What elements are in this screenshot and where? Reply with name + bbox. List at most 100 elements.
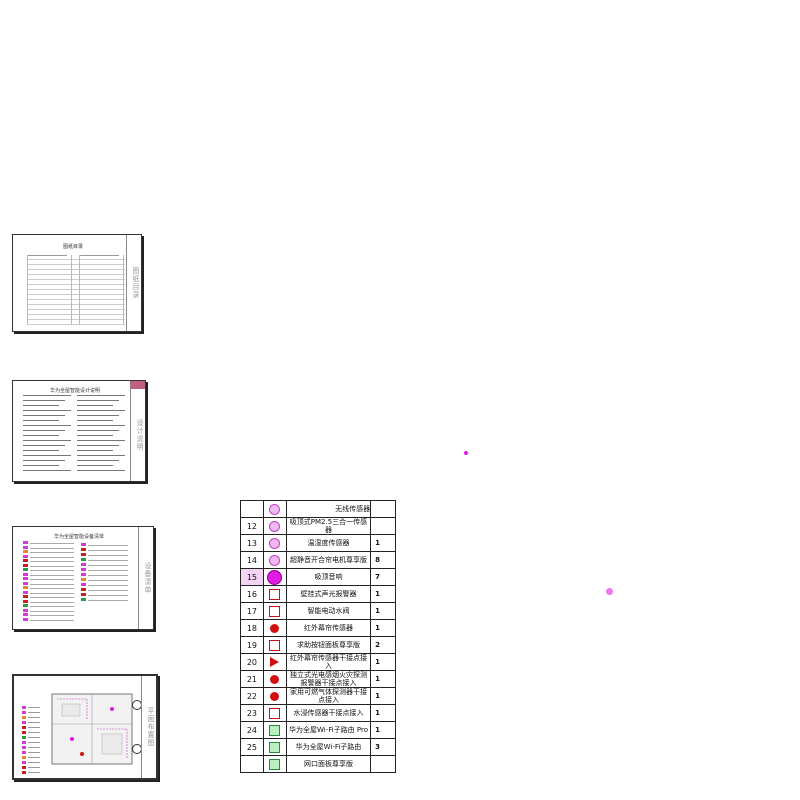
thumbnail-side-label: 图纸目录 xyxy=(126,235,141,331)
legend-row-number: 20 xyxy=(240,653,264,671)
legend-row-number: 25 xyxy=(240,738,264,756)
legend-row-name: 吸顶式PM2.5三合一传感器 xyxy=(285,517,372,535)
legend-row-number: 19 xyxy=(240,636,264,654)
legend-row-icon-cell xyxy=(262,602,287,620)
legend-row-name: 网口面板尊享版 xyxy=(285,755,372,773)
legend-row: 网口面板尊享版 xyxy=(240,755,396,773)
legend-row-quantity: 1 xyxy=(370,721,396,739)
thumbnail-title: 图纸目录 xyxy=(62,244,83,250)
legend-row-number: 18 xyxy=(240,619,264,637)
legend-row-icon-cell xyxy=(262,670,287,688)
circle-pink-icon xyxy=(269,537,281,549)
legend-row-icon-cell xyxy=(262,653,287,671)
legend-row-number: 12 xyxy=(240,517,264,535)
legend-row-quantity: 1 xyxy=(370,534,396,552)
legend-row-number: 17 xyxy=(240,602,264,620)
legend-row-quantity: 8 xyxy=(370,551,396,569)
thumbnail-design-notes[interactable]: 华为全屋智能设计说明 设计说明 xyxy=(12,380,146,482)
legend-row-quantity: 7 xyxy=(370,568,396,586)
legend-row-icon-cell xyxy=(262,551,287,569)
legend-row-quantity: 1 xyxy=(370,619,396,637)
legend-row-number: 22 xyxy=(240,687,264,705)
legend-row-icon-cell xyxy=(262,704,287,722)
legend-row-icon-cell xyxy=(262,619,287,637)
red-tri-icon xyxy=(270,657,280,667)
red-dot-icon xyxy=(270,674,280,684)
index-table: 图纸目录 xyxy=(21,241,125,325)
legend-row-name: 家用可燃气体探测器干接点接入 xyxy=(285,687,372,705)
legend-row-name: 红外幕帘传感器干接点接入 xyxy=(285,653,372,671)
legend-row-name: 吸顶音响 xyxy=(285,568,372,586)
legend-row-number: 14 xyxy=(240,551,264,569)
floor-plan xyxy=(22,682,142,774)
red-dot-icon xyxy=(270,623,280,633)
legend-row-icon-cell xyxy=(262,636,287,654)
legend-row-number: 24 xyxy=(240,721,264,739)
red-dot-icon xyxy=(270,691,280,701)
legend-row-quantity: 1 xyxy=(370,602,396,620)
legend-row-icon-cell xyxy=(262,687,287,705)
legend-row-name: 求助按钮面板尊享版 xyxy=(285,636,372,654)
stray-marker xyxy=(606,588,613,595)
red-sq-icon xyxy=(269,605,281,617)
legend-row-quantity: 1 xyxy=(370,670,396,688)
legend-row-name: 华为全屋Wi-Fi子路由 xyxy=(285,738,372,756)
thumbnail-title: 华为全屋智能设计说明 xyxy=(49,388,100,394)
legend-row-quantity: 1 xyxy=(370,704,396,722)
legend-row-quantity: 3 xyxy=(370,738,396,756)
thumbnail-side-label: 设计说明 xyxy=(130,381,145,481)
equipment-table: 华为全屋智能设备清单 xyxy=(21,533,137,623)
legend-row-number: 21 xyxy=(240,670,264,688)
legend-row-name: 智能电动水阀 xyxy=(285,602,372,620)
legend-row-icon-cell xyxy=(262,755,287,773)
legend-header-row: 无线传感器 xyxy=(240,500,396,518)
notes-text: 华为全屋智能设计说明 xyxy=(21,387,129,475)
legend-row-quantity xyxy=(370,517,396,535)
thumbnail-title: 华为全屋智能设备清单 xyxy=(53,534,104,540)
legend-row-name: 温湿度传感器 xyxy=(285,534,372,552)
legend-row-icon-cell xyxy=(262,534,287,552)
legend-row-icon-cell xyxy=(262,585,287,603)
thumbnail-floor-plan[interactable]: 平面布置图 xyxy=(12,674,158,780)
legend-row-quantity: 1 xyxy=(370,585,396,603)
legend-row-name: 水浸传感器干接点接入 xyxy=(285,704,372,722)
legend-row-number: 15 xyxy=(240,568,264,586)
green-sq-icon xyxy=(269,724,281,736)
legend-row-icon-cell xyxy=(262,517,287,535)
legend-row-name: 壁挂式声光报警器 xyxy=(285,585,372,603)
red-sq-icon xyxy=(269,588,281,600)
red-sq-icon xyxy=(269,639,281,651)
green-sq-icon xyxy=(269,758,281,770)
circle-pink-icon xyxy=(269,520,281,532)
legend-row-number: 16 xyxy=(240,585,264,603)
legend-row-icon-cell xyxy=(262,721,287,739)
legend-row-quantity xyxy=(370,755,396,773)
legend-row-number: 23 xyxy=(240,704,264,722)
legend-row: 12 吸顶式PM2.5三合一传感器 xyxy=(240,517,396,535)
legend-row-name: 红外幕帘传感器 xyxy=(285,619,372,637)
thumbnail-drawing-index[interactable]: 图纸目录 图纸目录 xyxy=(12,234,142,332)
thumbnail-side-label: 设备清单 xyxy=(138,527,153,629)
legend-row-quantity: 2 xyxy=(370,636,396,654)
thumbnail-equipment-list[interactable]: 华为全屋智能设备清单 设备清单 xyxy=(12,526,154,630)
green-sq-icon xyxy=(269,741,281,753)
legend-row-name: 华为全屋Wi-Fi子路由 Pro xyxy=(285,721,372,739)
legend-row-quantity: 1 xyxy=(370,687,396,705)
legend-row-number xyxy=(240,755,264,773)
legend-row-icon-cell xyxy=(262,568,287,586)
sensor-icon xyxy=(269,503,281,515)
legend-row-name: 超静音开合帘电机尊享版 xyxy=(285,551,372,569)
